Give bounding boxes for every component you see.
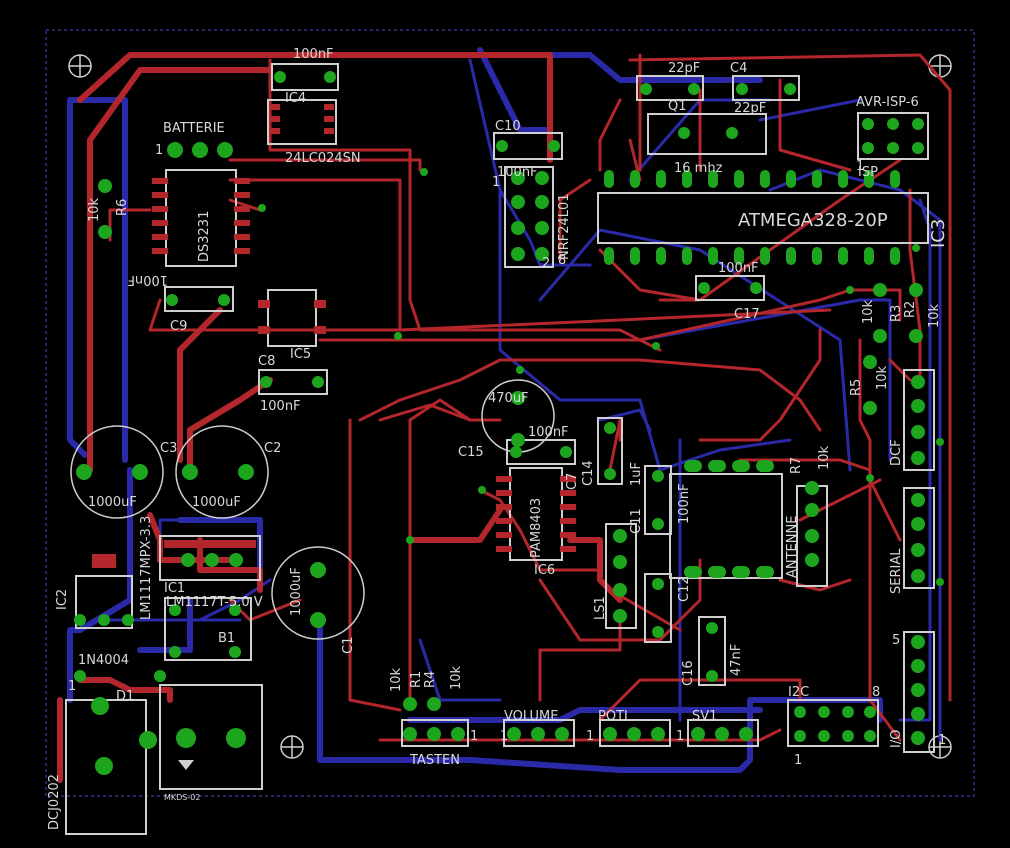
label-dcj: DCJ0202: [47, 774, 62, 830]
label-pam: PAM8403: [529, 498, 544, 558]
mcu-pins: [604, 170, 900, 578]
label-q1: Q1: [668, 99, 687, 114]
label-c9: C9: [170, 319, 187, 334]
label-c15: C15: [458, 445, 484, 460]
label-22pf-a: 22pF: [668, 61, 700, 76]
label-lm1117mpx: LM1117MPX-3.3: [139, 516, 154, 620]
vias: [258, 168, 944, 586]
label-pin-1d: 1: [500, 729, 508, 744]
label-r2-val: 10k: [927, 303, 942, 328]
label-mkds: MKDS-02: [164, 793, 200, 802]
label-c17-val: 100nF: [718, 261, 759, 276]
label-r6-val: 10k: [87, 197, 102, 222]
label-c2: C2: [264, 441, 281, 456]
label-r5: R5: [849, 379, 864, 396]
label-antenne: ANTENNE: [785, 516, 800, 578]
label-100nf-v: 100nF: [677, 483, 692, 524]
label-d1: D1: [116, 689, 134, 704]
label-crystal: 16 mhz: [674, 161, 723, 176]
label-r7: R7: [789, 457, 804, 474]
label-c1-val: 1000uF: [289, 567, 304, 616]
label-ic4: IC4: [285, 91, 306, 106]
label-isp: ISP: [858, 165, 878, 180]
label-pin-1i: 1: [856, 159, 864, 174]
label-ic4-part: 24LC024SN: [285, 151, 361, 166]
label-c11: C11: [629, 508, 644, 534]
label-c3-val: 1000uF: [88, 495, 137, 510]
label-diode: 1N4004: [78, 653, 129, 668]
label-c4-b: C4: [730, 61, 747, 76]
label-pin-1h: 1: [938, 733, 946, 748]
label-mcu: ATMEGA328-20P: [738, 210, 888, 231]
label-c17: C17: [734, 307, 760, 322]
label-tasten: TASTEN: [409, 753, 460, 768]
label-avr-isp: AVR-ISP-6: [856, 95, 919, 110]
board-outline: [45, 29, 975, 797]
label-r4: R4: [423, 671, 438, 688]
label-b1: B1: [218, 631, 235, 646]
label-pin-1e: 1: [586, 729, 594, 744]
label-i2c: I2C: [788, 685, 809, 700]
label-cap-top: 100nF: [293, 47, 334, 62]
label-c16-val: 47nF: [729, 644, 744, 676]
label-pin-1c: 1: [470, 729, 478, 744]
label-r2: R2: [903, 301, 918, 318]
label-sv1: SV1: [692, 709, 717, 724]
label-r4-val: 10k: [449, 665, 464, 690]
label-r6: R6: [115, 199, 130, 216]
label-serial: SERIAL: [889, 548, 904, 594]
label-c10: C10: [495, 119, 521, 134]
label-r5-val: 10k: [875, 365, 890, 390]
label-ds3231: DS3231: [197, 211, 212, 262]
label-pin-5: 5: [892, 633, 900, 648]
label-pin-8b: 8: [558, 253, 566, 268]
label-100nf-mirror: 100nF: [127, 272, 168, 287]
label-22pf-b: 22pF: [734, 101, 766, 116]
label-c10-val: 100nF: [497, 165, 538, 180]
label-ic6: IC6: [534, 563, 555, 578]
label-pin-1f: 1: [676, 729, 684, 744]
label-ic3: IC3: [928, 219, 949, 248]
label-pin-1a: 1: [155, 143, 163, 158]
label-r1-val: 10k: [389, 667, 404, 692]
component-outlines: [65, 63, 935, 835]
label-c14: C14: [581, 460, 596, 486]
label-r7-val: 10k: [817, 445, 832, 470]
label-c8-val: 100nF: [260, 399, 301, 414]
label-pin-2: 2: [542, 256, 550, 271]
label-volume: VOLUME: [504, 709, 558, 724]
label-r3-val: 10k: [861, 299, 876, 324]
label-r1: R1: [409, 671, 424, 688]
label-c2-val: 1000uF: [192, 495, 241, 510]
top-traces: [57, 52, 952, 783]
label-nrf: NRF24L01: [557, 193, 572, 260]
label-100nf-pam: 100nF: [528, 425, 569, 440]
label-c12: C12: [677, 576, 692, 602]
label-lm1117t: LM1117T-5.0 V: [166, 595, 263, 610]
label-c7: C7: [565, 473, 580, 490]
label-c3: C3: [160, 441, 177, 456]
label-r3: R3: [889, 305, 904, 322]
board-labels: 100nF IC4 24LC024SN BATTERIE DS3231 10k …: [47, 47, 949, 830]
label-dcf: DCF: [889, 439, 904, 466]
label-ls1: LS1: [593, 596, 608, 620]
label-pin-1j: 1: [68, 679, 76, 694]
label-c16: C16: [681, 660, 696, 686]
label-pin-1g: 1: [794, 753, 802, 768]
label-ic2: IC2: [55, 589, 70, 610]
label-c15-val: 470uF: [488, 391, 529, 406]
label-ic5: IC5: [290, 347, 311, 362]
label-poti: POTI: [598, 709, 628, 724]
label-1uf: 1uF: [629, 462, 644, 486]
smd-pads: [92, 104, 576, 568]
pads: [74, 71, 925, 775]
label-c8: C8: [258, 354, 275, 369]
label-batterie: BATTERIE: [163, 121, 225, 136]
label-pin-8a: 8: [872, 685, 880, 700]
label-c1: C1: [341, 637, 356, 654]
label-pin-1b: 1: [492, 175, 500, 190]
label-io: I/O: [889, 730, 904, 748]
label-ic1: IC1: [164, 581, 185, 596]
